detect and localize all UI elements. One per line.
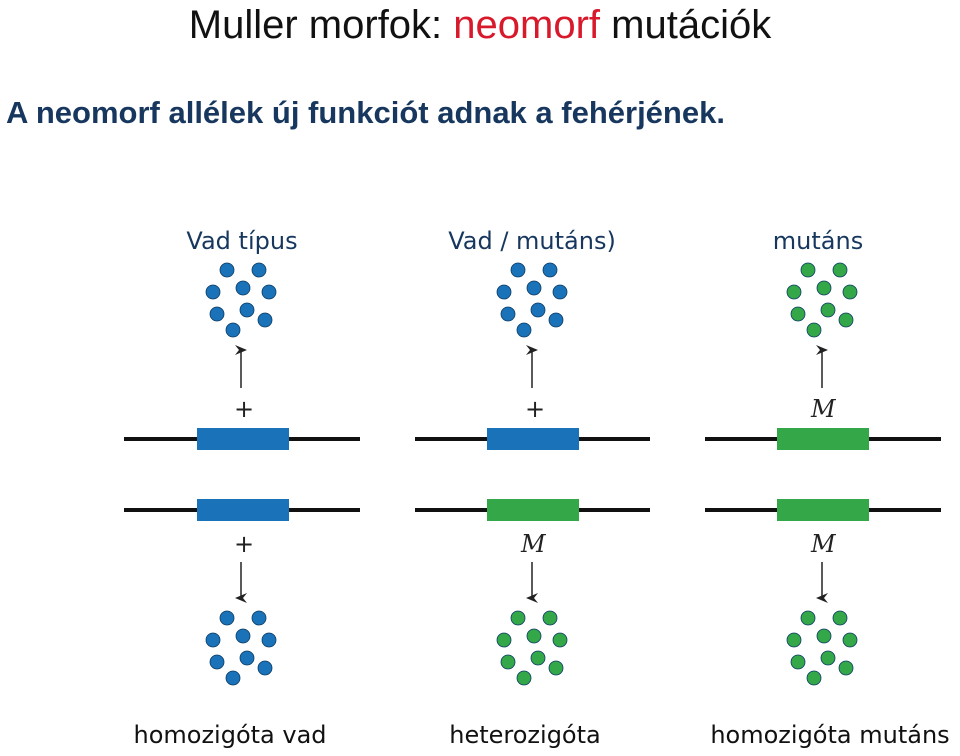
protein-dot bbox=[842, 284, 858, 300]
allele-label-top: M bbox=[810, 395, 837, 423]
protein-cluster-bottom bbox=[205, 610, 277, 686]
allele-label-top: + bbox=[234, 395, 254, 423]
gene-box-top bbox=[777, 428, 869, 450]
protein-dot bbox=[239, 302, 255, 318]
footer-label-heterozygous: heterozigóta bbox=[449, 721, 601, 749]
column-header-mutant: mutáns bbox=[772, 227, 864, 255]
protein-dot bbox=[842, 632, 858, 648]
protein-dot bbox=[786, 284, 802, 300]
protein-dot bbox=[786, 632, 802, 648]
protein-dot bbox=[219, 262, 235, 278]
protein-dot bbox=[209, 654, 225, 670]
protein-dot bbox=[510, 610, 526, 626]
gene-box-bottom bbox=[777, 499, 869, 521]
gene-box-top bbox=[197, 428, 289, 450]
protein-dot bbox=[530, 302, 546, 318]
allele-label-bottom: M bbox=[810, 530, 837, 558]
protein-dot bbox=[530, 650, 546, 666]
allele-label-top: + bbox=[525, 395, 545, 423]
protein-dot bbox=[800, 610, 816, 626]
protein-dot bbox=[526, 280, 542, 296]
protein-dot bbox=[251, 262, 267, 278]
protein-cluster-bottom bbox=[786, 610, 858, 686]
protein-dot bbox=[548, 312, 564, 328]
protein-dot bbox=[542, 262, 558, 278]
protein-dot bbox=[219, 610, 235, 626]
protein-dot bbox=[516, 322, 532, 338]
protein-dot bbox=[225, 670, 241, 686]
protein-dot bbox=[500, 306, 516, 322]
protein-dot bbox=[500, 654, 516, 670]
protein-dot bbox=[832, 610, 848, 626]
protein-cluster-top bbox=[205, 262, 277, 338]
column-heterozygous: + M bbox=[415, 262, 650, 686]
protein-dot bbox=[235, 628, 251, 644]
allele-label-bottom: + bbox=[234, 530, 254, 558]
protein-dot bbox=[205, 284, 221, 300]
protein-dot bbox=[806, 322, 822, 338]
protein-dot bbox=[225, 322, 241, 338]
footer-label-homozygous-mutant: homozigóta mutáns bbox=[710, 721, 950, 749]
protein-dot bbox=[261, 284, 277, 300]
protein-cluster-bottom bbox=[496, 610, 568, 686]
protein-dot bbox=[209, 306, 225, 322]
protein-dot bbox=[552, 632, 568, 648]
slide-title: Muller morfok: neomorf mutációk bbox=[0, 2, 960, 48]
protein-dot bbox=[526, 628, 542, 644]
protein-dot bbox=[552, 284, 568, 300]
protein-dot bbox=[261, 632, 277, 648]
protein-dot bbox=[548, 660, 564, 676]
protein-dot bbox=[542, 610, 558, 626]
protein-dot bbox=[235, 280, 251, 296]
title-part2: mutációk bbox=[600, 3, 772, 47]
protein-dot bbox=[816, 628, 832, 644]
gene-box-bottom bbox=[197, 499, 289, 521]
protein-dot bbox=[205, 632, 221, 648]
protein-dot bbox=[510, 262, 526, 278]
title-part1: Muller morfok: bbox=[188, 3, 454, 47]
protein-dot bbox=[496, 632, 512, 648]
protein-dot bbox=[257, 660, 273, 676]
protein-dot bbox=[790, 306, 806, 322]
column-wild-type: + + bbox=[124, 262, 360, 686]
protein-dot bbox=[820, 302, 836, 318]
protein-dot bbox=[816, 280, 832, 296]
protein-cluster-top bbox=[496, 262, 568, 338]
protein-dot bbox=[806, 670, 822, 686]
protein-dot bbox=[790, 654, 806, 670]
protein-dot bbox=[820, 650, 836, 666]
protein-dot bbox=[251, 610, 267, 626]
allele-label-bottom: M bbox=[520, 530, 547, 558]
protein-dot bbox=[516, 670, 532, 686]
column-header-wild-type: Vad típus bbox=[186, 227, 298, 255]
column-mutant: M M bbox=[705, 262, 941, 686]
protein-dot bbox=[838, 660, 854, 676]
protein-dot bbox=[832, 262, 848, 278]
protein-dot bbox=[838, 312, 854, 328]
footer-label-homozygous-wild: homozigóta vad bbox=[133, 721, 327, 749]
gene-box-top bbox=[487, 428, 579, 450]
slide-subtitle: A neomorf allélek új funkciót adnak a fe… bbox=[6, 95, 725, 130]
protein-dot bbox=[257, 312, 273, 328]
protein-dot bbox=[496, 284, 512, 300]
protein-cluster-top bbox=[786, 262, 858, 338]
gene-box-bottom bbox=[487, 499, 579, 521]
column-header-heterozygous: Vad / mutáns) bbox=[448, 227, 616, 255]
protein-dot bbox=[800, 262, 816, 278]
title-accent: neomorf bbox=[453, 3, 601, 47]
protein-dot bbox=[239, 650, 255, 666]
